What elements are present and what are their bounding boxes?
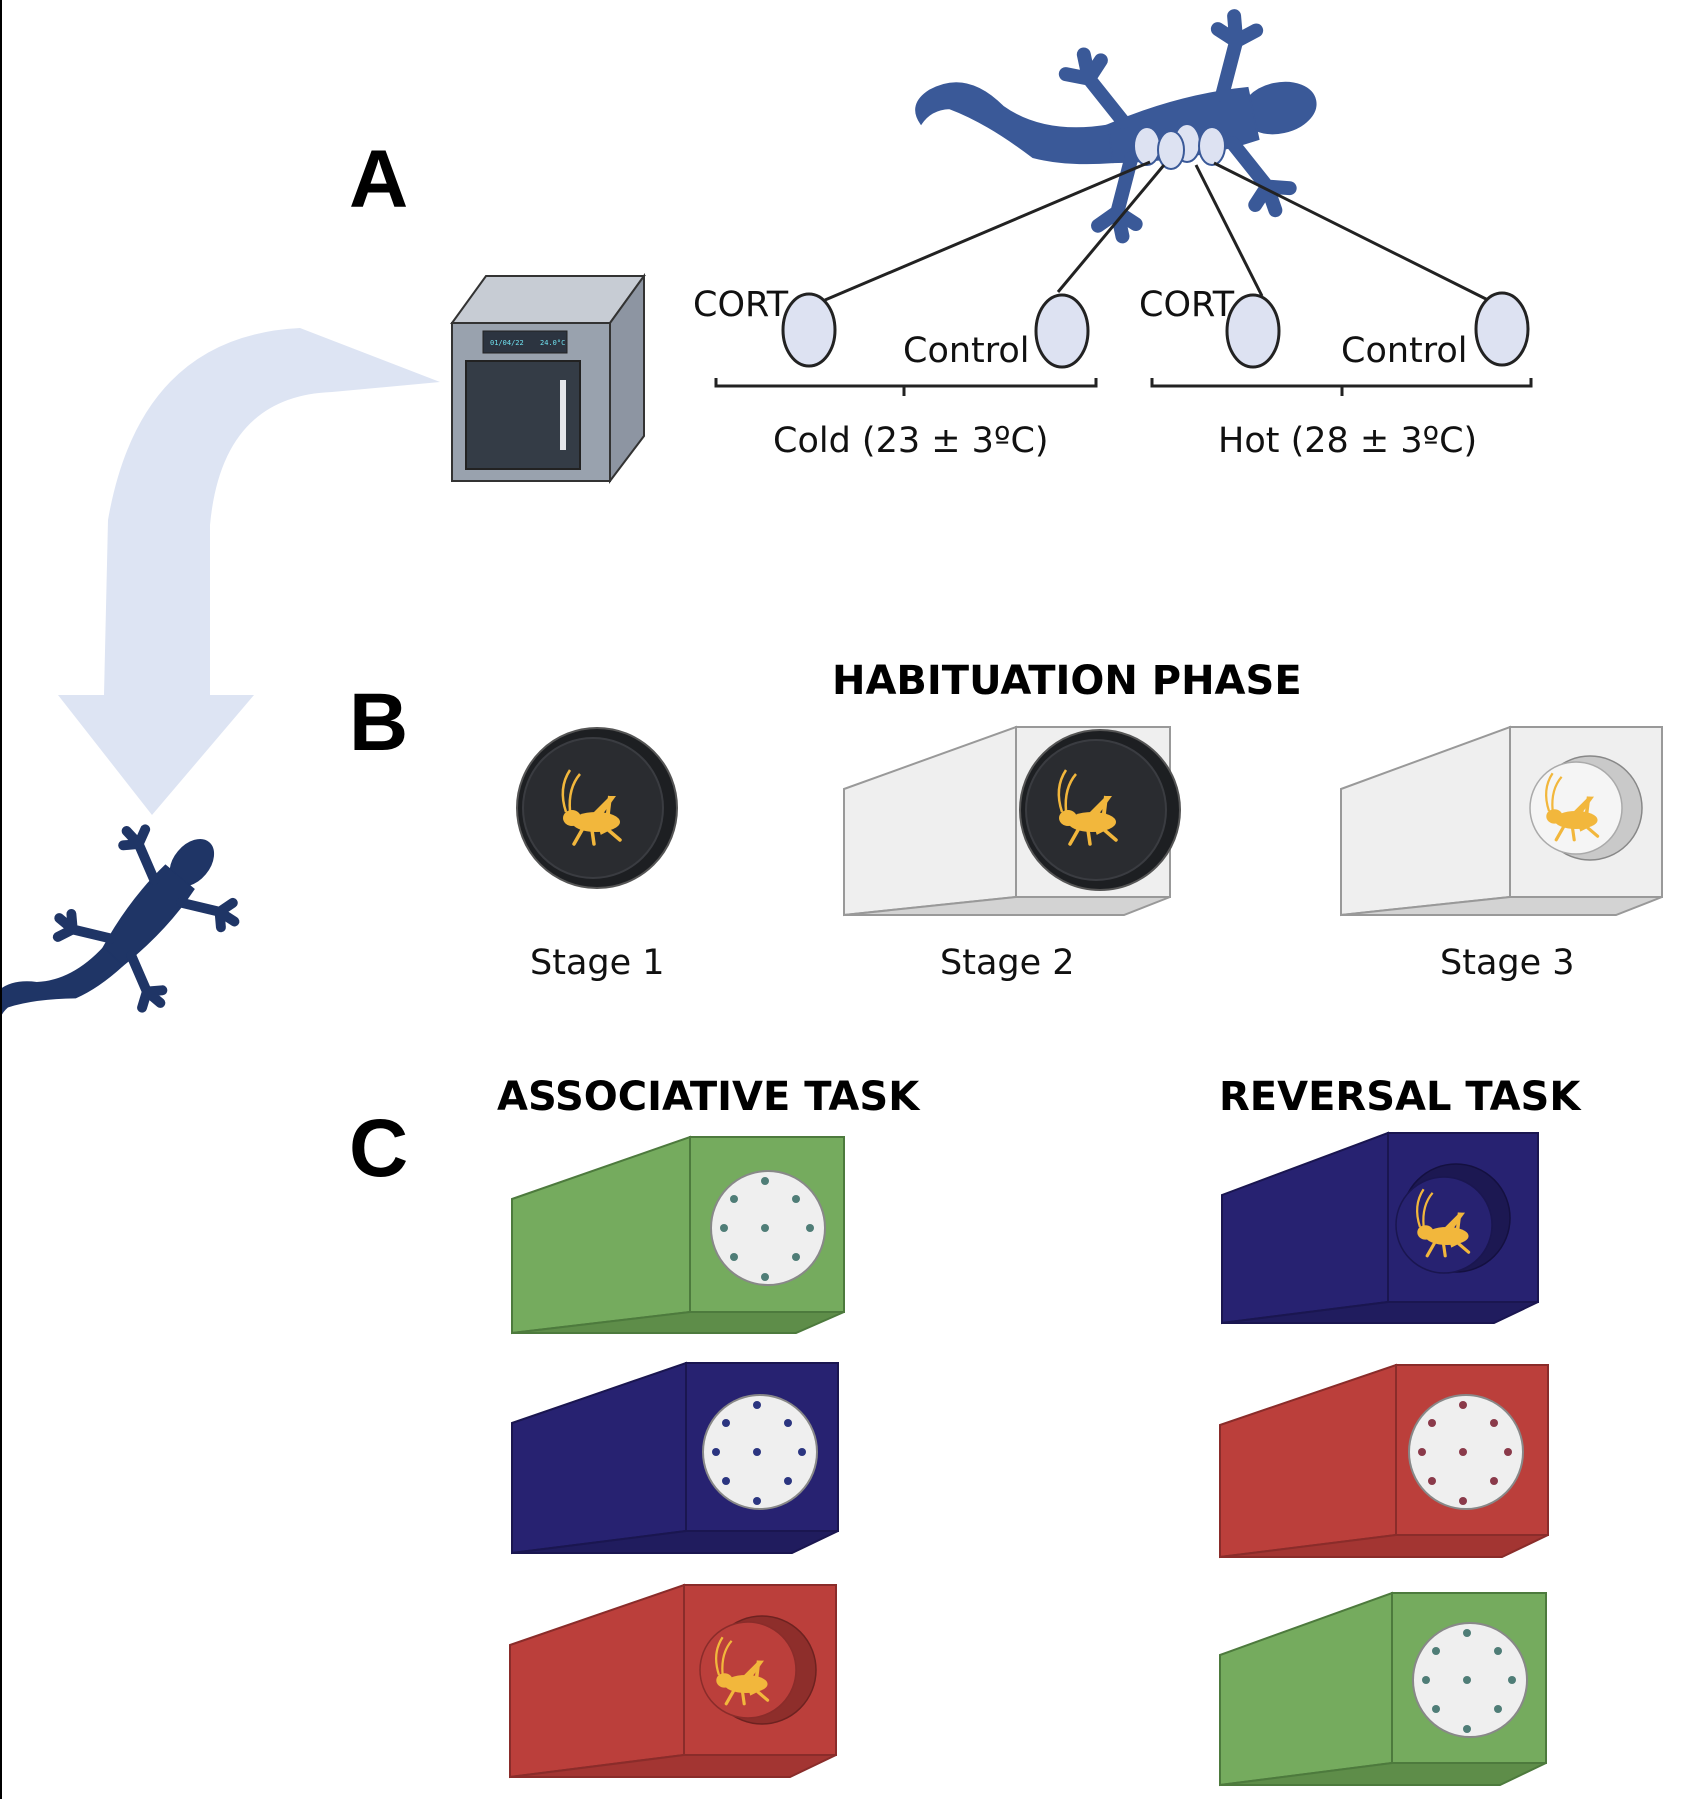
hot-cort-egg-icon <box>1225 293 1281 369</box>
hatchling-lizard-icon <box>0 797 263 1101</box>
cold-cort-egg-icon <box>781 292 837 368</box>
panel-a-letter: A <box>349 134 408 225</box>
hot-control-egg-icon <box>1474 291 1530 367</box>
stage-2-label: Stage 2 <box>940 943 1075 983</box>
cold-group-bracket <box>714 378 1098 396</box>
reversal-green-box <box>1219 1591 1547 1787</box>
stage-3-box <box>1340 725 1663 917</box>
reversal-red-box <box>1219 1363 1549 1559</box>
svg-text:01/04/22: 01/04/22 <box>490 339 524 347</box>
habituation-title: HABITUATION PHASE <box>832 658 1302 704</box>
associative-green-box <box>511 1135 845 1335</box>
stage-2-box <box>843 725 1181 917</box>
incubator-icon: 01/04/22 24.0°C <box>450 272 646 484</box>
stage-3-label: Stage 3 <box>1440 943 1575 983</box>
cold-cort-label: CORT <box>693 285 789 325</box>
associative-red-box <box>509 1583 837 1779</box>
reversal-blue-box <box>1221 1131 1539 1325</box>
hot-cort-label: CORT <box>1139 285 1235 325</box>
hot-control-label: Control <box>1341 331 1468 371</box>
cold-control-label: Control <box>903 331 1030 371</box>
clutch-split-lines <box>824 160 1489 302</box>
stage-1-label: Stage 1 <box>530 943 665 983</box>
associative-blue-box <box>511 1361 839 1555</box>
svg-text:24.0°C: 24.0°C <box>540 339 565 347</box>
panel-b-letter: B <box>349 677 408 768</box>
stage-1-lid <box>516 727 678 889</box>
hot-condition-label: Hot (28 ± 3ºC) <box>1218 421 1477 461</box>
reversal-task-title: REVERSAL TASK <box>1219 1074 1582 1120</box>
hot-group-bracket <box>1150 378 1533 396</box>
incubation-arrow <box>58 328 440 815</box>
cold-condition-label: Cold (23 ± 3ºC) <box>773 421 1049 461</box>
cold-control-egg-icon <box>1034 293 1090 369</box>
panel-c-letter: C <box>349 1103 408 1194</box>
clutch-eggs-icon <box>1133 123 1226 170</box>
associative-task-title: ASSOCIATIVE TASK <box>497 1074 921 1120</box>
